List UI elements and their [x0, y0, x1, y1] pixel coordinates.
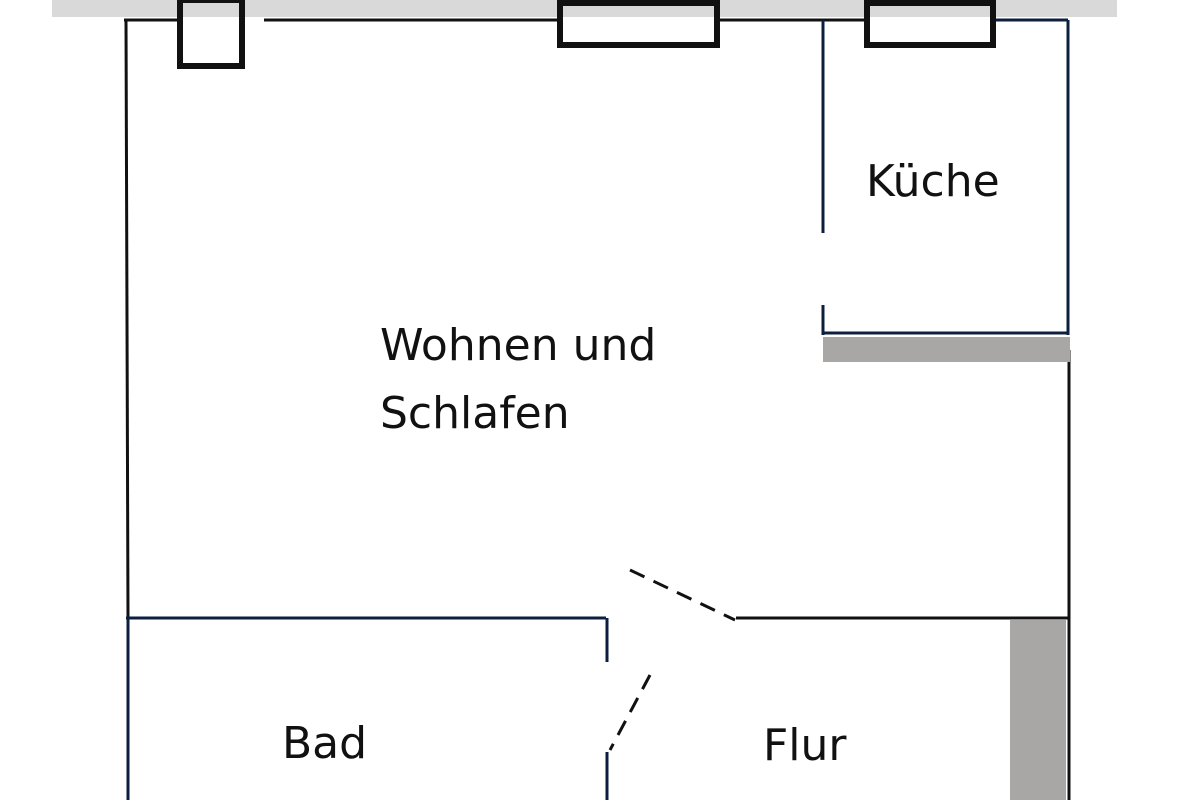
terrace-strip — [52, 0, 1117, 17]
kitchen-walls — [821, 20, 1070, 362]
window-right — [864, 0, 996, 48]
bath-label: Bad — [282, 718, 367, 769]
kitchen-counter-wall — [823, 337, 1070, 362]
hall-solid-wall — [1010, 620, 1066, 800]
door-bath — [608, 674, 652, 751]
interior-walls — [126, 616, 1068, 800]
doors — [608, 568, 736, 751]
living-label-line1: Wohnen und — [380, 320, 656, 371]
living-label-line2: Schlafen — [380, 388, 570, 439]
chimney — [177, 0, 245, 69]
kitchen-label: Küche — [866, 156, 1000, 207]
outer-walls — [124, 18, 1071, 800]
door-living — [629, 568, 736, 622]
window-left — [557, 0, 720, 48]
hall-label: Flur — [763, 720, 847, 771]
windows — [177, 0, 996, 69]
